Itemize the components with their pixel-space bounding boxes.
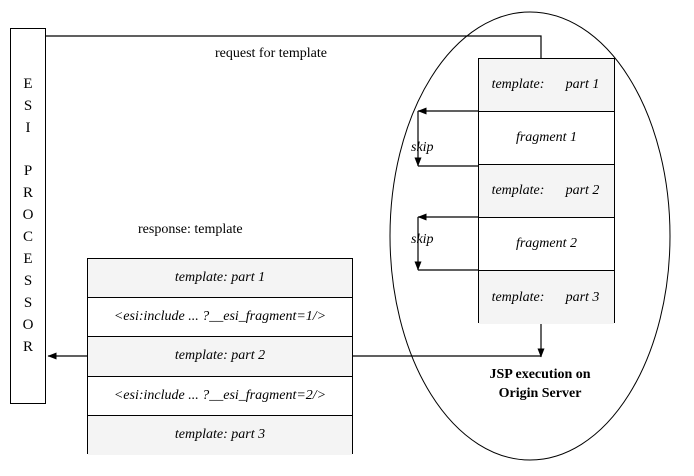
jsp-row-fragment-2: fragment 2	[479, 218, 614, 271]
response-row-esi-include-1: <esi:include ... ?__esi_fragment=1/>	[88, 298, 352, 338]
jsp-row-right-text: part 1	[565, 77, 600, 92]
response-row-template-part-3: template: part 3	[88, 415, 352, 455]
jsp-row-template-part-1: template: part 1	[479, 59, 614, 112]
response-row-text: <esi:include ... ?__esi_fragment=1/>	[113, 309, 327, 325]
skip-label-1: skip	[411, 140, 434, 155]
response-row-template-part-1: template: part 1	[88, 259, 352, 299]
esi-letter: C	[22, 228, 33, 245]
esi-letter: I	[25, 119, 31, 136]
esi-letter: E	[23, 250, 33, 267]
jsp-row-left-text: template:	[491, 289, 545, 305]
jsp-template-box: template: part 1 fragment 1 template: pa…	[478, 58, 615, 324]
response-label: response: template	[138, 222, 243, 237]
jsp-row-template-part-2: template: part 2	[479, 165, 614, 218]
jsp-row-left-text: template:	[491, 77, 545, 92]
origin-server-label-line2: Origin Server	[498, 385, 582, 401]
esi-letter: R	[22, 338, 33, 355]
jsp-row-template-part-3: template: part 3	[479, 271, 614, 324]
jsp-row-fragment-1: fragment 1	[479, 112, 614, 165]
jsp-row-right-text: part 2	[565, 183, 600, 198]
esi-processor-box: E S I P R O C E S S O R	[10, 28, 46, 404]
esi-letter: P	[23, 162, 33, 179]
jsp-row-right-text: fragment 2	[515, 236, 578, 251]
response-row-text: template: part 3	[174, 427, 266, 443]
esi-letter: S	[23, 294, 33, 311]
esi-letter: E	[23, 75, 33, 92]
esi-letter: S	[23, 97, 33, 114]
skip-label-2: skip	[411, 232, 434, 247]
jsp-row-right-text: fragment 1	[515, 130, 578, 145]
jsp-row-right-text: part 3	[565, 289, 600, 305]
esi-letter: R	[22, 184, 33, 201]
esi-letter: S	[23, 272, 33, 289]
esi-letter: O	[22, 316, 34, 333]
request-label: request for template	[215, 46, 327, 61]
esi-letter: O	[22, 206, 34, 223]
response-row-esi-include-2: <esi:include ... ?__esi_fragment=2/>	[88, 376, 352, 416]
response-row-text: template: part 2	[174, 348, 266, 364]
response-row-text: template: part 1	[174, 270, 266, 286]
response-row-text: <esi:include ... ?__esi_fragment=2/>	[113, 387, 327, 403]
response-row-template-part-2: template: part 2	[88, 337, 352, 377]
jsp-row-left-text: template:	[491, 183, 545, 198]
origin-server-label: JSP execution on Origin Server	[455, 366, 625, 404]
esi-processor-label: E S I P R O C E S S O R	[11, 29, 45, 403]
response-template-box: template: part 1 <esi:include ... ?__esi…	[87, 258, 353, 455]
origin-server-label-line1: JSP execution on	[489, 367, 591, 382]
